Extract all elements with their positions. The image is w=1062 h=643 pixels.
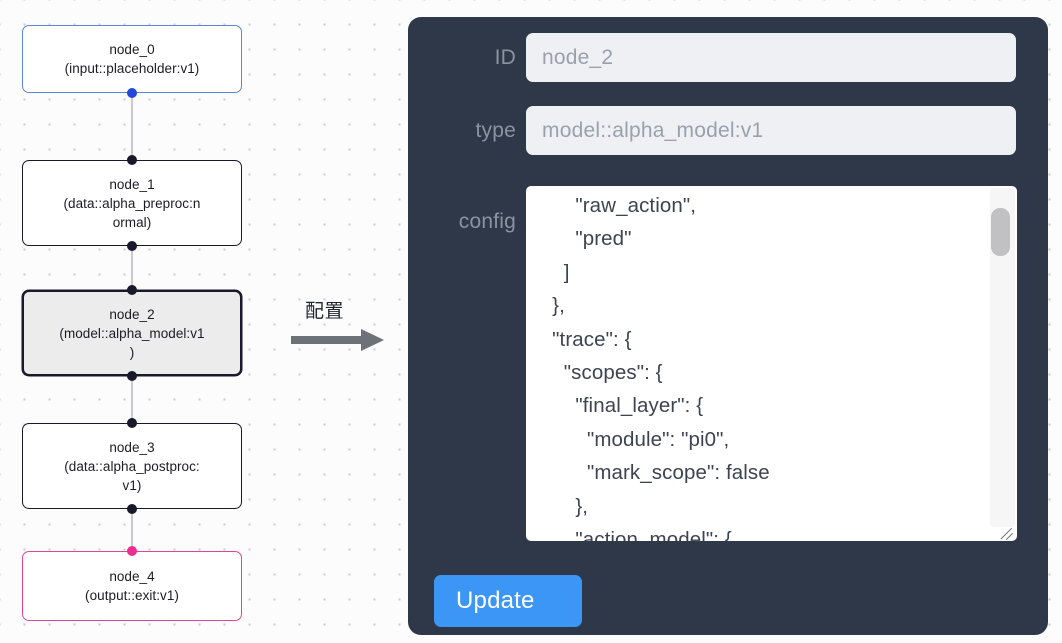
flow-node-node_3[interactable]: node_3 (data::alpha_postproc: v1) [22,423,242,509]
flow-node-label: node_0 (input::placeholder:v1) [64,42,200,76]
annotation-label: 配置 [305,300,345,322]
flow-edge-node_3-node_4[interactable] [130,509,134,551]
update-button[interactable]: Update [434,575,582,627]
id-input[interactable] [526,33,1016,82]
flow-handle-target-node_1[interactable] [127,155,137,165]
flow-node-label: node_2 (model::alpha_model:v1 ) [59,306,205,360]
flow-node-label: node_3 (data::alpha_postproc: v1) [64,439,200,493]
flow-handle-source-node_1[interactable] [127,241,137,251]
flow-edge-node_2-node_3[interactable] [130,376,134,423]
field-row-type: type [408,106,1048,155]
flow-handle-target-node_2[interactable] [127,285,137,295]
flow-handle-source-node_2[interactable] [127,371,137,381]
config-textarea-wrapper [526,186,1017,541]
id-field-label: ID [494,45,516,69]
arrow-right-icon [291,336,363,344]
flow-node-node_1[interactable]: node_1 (data::alpha_preproc:n ormal) [22,160,242,246]
annotation-arrow-group: 配置 [288,296,406,358]
config-field-label: config [458,210,516,233]
flow-handle-target-node_4[interactable] [127,546,137,556]
node-config-panel: ID type config Update [408,17,1048,635]
flow-handle-source-node_0[interactable] [127,88,137,98]
flow-node-node_4[interactable]: node_4 (output::exit:v1) [22,551,242,621]
flow-node-node_0[interactable]: node_0 (input::placeholder:v1) [22,25,242,93]
flow-node-label: node_4 (output::exit:v1) [85,569,179,603]
type-field-label: type [475,118,516,142]
config-scrollbar-track[interactable] [990,188,1015,527]
flow-handle-source-node_3[interactable] [127,504,137,514]
config-scrollbar-thumb[interactable] [991,208,1010,256]
arrow-head-icon [361,329,384,351]
flow-edge-node_0-node_1[interactable] [130,93,134,160]
type-input[interactable] [526,106,1016,155]
flow-node-label: node_1 (data::alpha_preproc:n ormal) [63,176,201,230]
field-row-config: config [408,186,1048,541]
field-row-id: ID [408,33,1048,82]
flow-edge-node_1-node_2[interactable] [130,246,134,290]
flow-handle-target-node_3[interactable] [127,418,137,428]
resize-grip-icon[interactable] [998,522,1014,540]
flow-node-node_2[interactable]: node_2 (model::alpha_model:v1 ) [22,290,242,376]
config-textarea[interactable] [526,186,1017,541]
